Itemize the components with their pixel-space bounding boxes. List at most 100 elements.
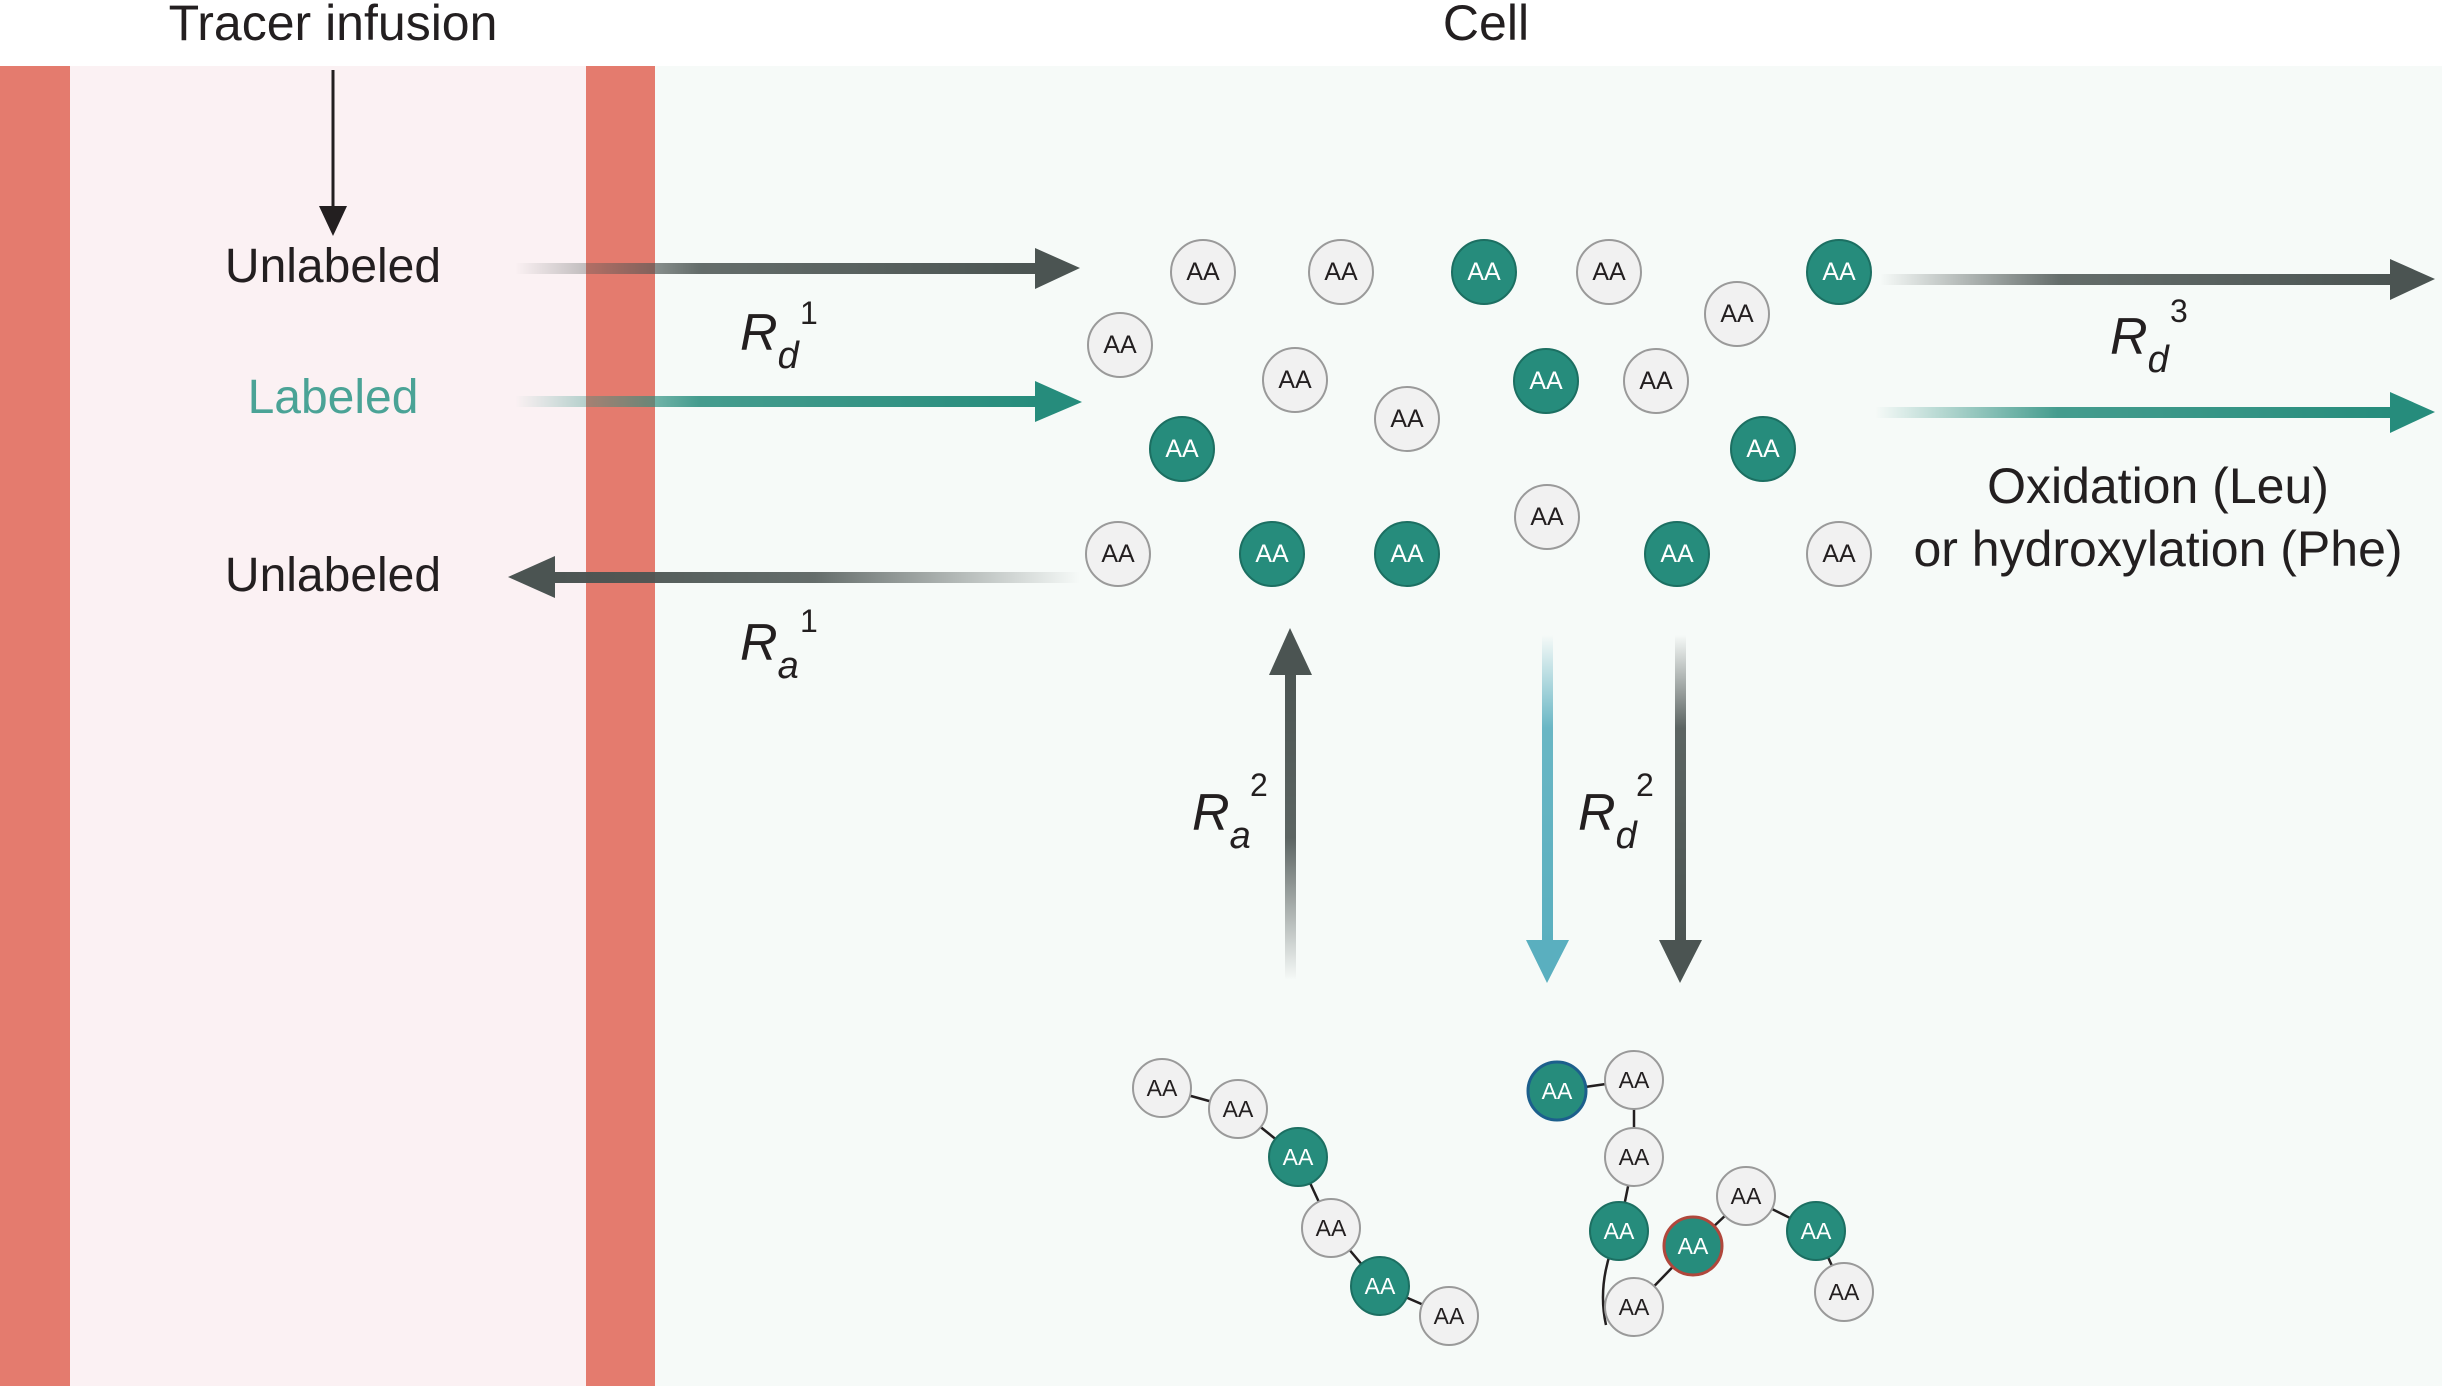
amino-acid-unlabeled: AA [1374, 386, 1440, 452]
amino-acid-unlabeled: AA [1514, 484, 1580, 550]
infusion-arrow [319, 70, 347, 236]
amino-acid-unlabeled: AA [1085, 521, 1151, 587]
peptide-chain-left: AA AA AA AA AA AA [1132, 1058, 1479, 1346]
amino-acid-unlabeled: AA [1806, 521, 1872, 587]
svg-text:Ra: Ra [740, 614, 799, 687]
amino-acid-labeled: AA [1806, 239, 1872, 305]
rd2-unlabeled-arrow [1659, 635, 1702, 983]
unlabeled-uptake-arrow [515, 248, 1080, 289]
svg-text:AA: AA [1731, 1183, 1762, 1209]
svg-text:AA: AA [1619, 1144, 1650, 1170]
amino-acid-labeled: AA [1513, 348, 1579, 414]
svg-text:Ra: Ra [1192, 784, 1251, 857]
svg-text:AA: AA [1530, 503, 1564, 531]
svg-text:AA: AA [1720, 300, 1754, 328]
amino-acid-unlabeled: AA [1208, 1079, 1268, 1139]
amino-acid-unlabeled: AA [1604, 1127, 1664, 1187]
svg-text:AA: AA [1255, 540, 1289, 568]
svg-text:2: 2 [1636, 767, 1654, 803]
membrane-left [0, 66, 70, 1386]
svg-text:AA: AA [1223, 1096, 1254, 1122]
amino-acid-labeled: AA [1350, 1256, 1410, 1316]
oxidation-label-line2: or hydroxylation (Phe) [1913, 521, 2402, 577]
amino-acid-unlabeled: AA [1087, 312, 1153, 378]
svg-text:Rd: Rd [2110, 308, 2171, 381]
svg-text:AA: AA [1529, 367, 1563, 395]
amino-acid-labeled: AA [1149, 416, 1215, 482]
svg-text:AA: AA [1390, 405, 1424, 433]
amino-acid-labeled: AA [1589, 1201, 1649, 1261]
amino-acid-unlabeled: AA [1814, 1262, 1874, 1322]
tracer-infusion-title: Tracer infusion [169, 0, 498, 51]
unlabeled-release-arrow [508, 556, 1080, 598]
amino-acid-labeled: AA [1662, 1215, 1724, 1277]
amino-acid-labeled: AA [1374, 521, 1440, 587]
amino-acid-unlabeled: AA [1576, 239, 1642, 305]
rate-ra2: Ra 2 [1192, 767, 1268, 857]
svg-text:AA: AA [1822, 258, 1856, 286]
amino-acid-labeled: AA [1239, 521, 1305, 587]
labeled-uptake-arrow [515, 381, 1082, 422]
amino-acid-unlabeled: AA [1308, 239, 1374, 305]
rate-ra1: Ra 1 [740, 603, 818, 687]
svg-text:AA: AA [1639, 367, 1673, 395]
svg-text:AA: AA [1822, 540, 1856, 568]
ra2-arrow [1269, 628, 1312, 980]
peptide-chain-right: AA AA AA AA AA AA AA AA AA [1526, 1050, 1874, 1337]
amino-acid-labeled: AA [1451, 239, 1517, 305]
svg-text:AA: AA [1147, 1075, 1178, 1101]
free-amino-acid-pool: AA AA AA AA AA AA AA AA AA AA AA AA AA A… [1085, 239, 1872, 587]
svg-text:AA: AA [1390, 540, 1424, 568]
amino-acid-labeled: AA [1644, 521, 1710, 587]
svg-text:AA: AA [1101, 540, 1135, 568]
svg-text:AA: AA [1619, 1067, 1650, 1093]
membrane-right [586, 66, 655, 1386]
cell-title: Cell [1443, 0, 1529, 51]
svg-text:1: 1 [800, 295, 818, 331]
amino-acid-labeled: AA [1526, 1060, 1588, 1122]
svg-text:AA: AA [1434, 1303, 1465, 1329]
rd2-labeled-arrow [1526, 635, 1569, 983]
svg-text:AA: AA [1283, 1144, 1314, 1170]
rd3-labeled-arrow [1875, 392, 2435, 433]
rate-rd2: Rd 2 [1578, 767, 1654, 857]
rate-rd3: Rd 3 [2110, 293, 2188, 381]
amino-acid-unlabeled: AA [1419, 1286, 1479, 1346]
svg-text:AA: AA [1365, 1273, 1396, 1299]
svg-text:Rd: Rd [740, 304, 801, 377]
svg-text:AA: AA [1103, 331, 1137, 359]
svg-text:AA: AA [1829, 1279, 1860, 1305]
oxidation-label-line1: Oxidation (Leu) [1987, 458, 2329, 514]
svg-text:AA: AA [1660, 540, 1694, 568]
svg-text:AA: AA [1746, 435, 1780, 463]
amino-acid-unlabeled: AA [1623, 348, 1689, 414]
svg-text:AA: AA [1619, 1294, 1650, 1320]
svg-text:AA: AA [1801, 1218, 1832, 1244]
amino-acid-unlabeled: AA [1704, 281, 1770, 347]
amino-acid-labeled: AA [1268, 1127, 1328, 1187]
svg-text:AA: AA [1324, 258, 1358, 286]
svg-text:3: 3 [2170, 293, 2188, 329]
svg-text:1: 1 [800, 603, 818, 639]
amino-acid-labeled: AA [1786, 1201, 1846, 1261]
unlabeled-out-label: Unlabeled [225, 549, 441, 602]
svg-text:AA: AA [1316, 1215, 1347, 1241]
amino-acid-unlabeled: AA [1262, 347, 1328, 413]
svg-text:AA: AA [1467, 258, 1501, 286]
svg-text:Rd: Rd [1578, 784, 1639, 857]
amino-acid-unlabeled: AA [1170, 239, 1236, 305]
amino-acid-unlabeled: AA [1716, 1166, 1776, 1226]
svg-text:AA: AA [1592, 258, 1626, 286]
amino-acid-unlabeled: AA [1604, 1050, 1664, 1110]
svg-text:AA: AA [1186, 258, 1220, 286]
plasma-background [70, 66, 586, 1386]
rd3-unlabeled-arrow [1880, 259, 2435, 300]
svg-text:2: 2 [1250, 767, 1268, 803]
amino-acid-unlabeled: AA [1604, 1277, 1664, 1337]
rate-rd1: Rd 1 [740, 295, 818, 377]
unlabeled-in-label: Unlabeled [225, 240, 441, 293]
svg-text:AA: AA [1278, 366, 1312, 394]
amino-acid-unlabeled: AA [1301, 1198, 1361, 1258]
svg-text:AA: AA [1678, 1233, 1709, 1259]
